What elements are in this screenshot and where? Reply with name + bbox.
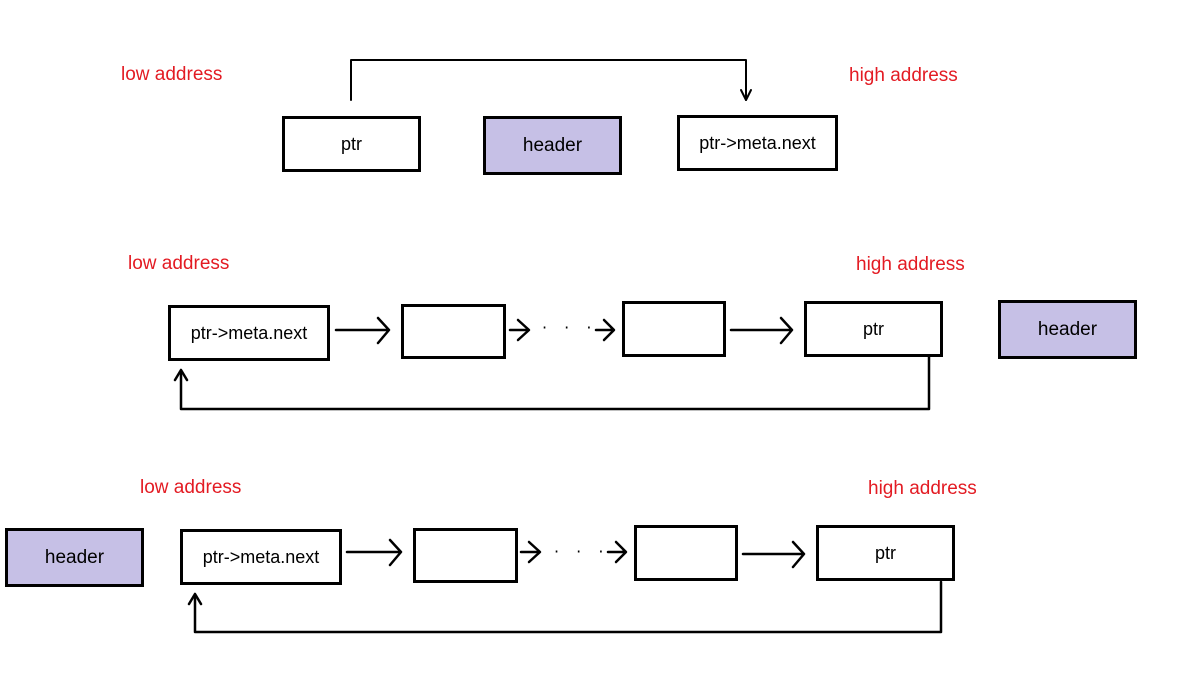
row3-ellipsis: · · · ·: [554, 542, 632, 561]
row1-ptr-block: ptr: [282, 116, 421, 172]
row2-arrow-3: [594, 318, 616, 342]
row1-next-block: ptr->meta.next: [677, 115, 838, 171]
row2-ptr-block: ptr: [804, 301, 943, 357]
row3-arrow-4: [741, 540, 806, 569]
row2-ellipsis: · · · ·: [542, 318, 620, 337]
row3-low-address-label: low address: [140, 477, 242, 498]
row3-arrow-3: [606, 540, 628, 564]
row3-empty-block-2: [634, 525, 738, 581]
row2-arrow-1: [334, 316, 391, 345]
row1-next-bracket: [350, 59, 747, 101]
row2-arrow-4: [729, 316, 794, 345]
row3-wrap-line: [193, 580, 943, 634]
row2-empty-block-2: [622, 301, 726, 357]
row2-wrap-arrowhead: [173, 368, 189, 382]
row3-high-address-label: high address: [868, 478, 977, 499]
row1-header-block: header: [483, 116, 622, 175]
row3-wrap-arrowhead: [187, 592, 203, 606]
row2-header-block: header: [998, 300, 1137, 359]
row2-wrap-line: [179, 354, 931, 411]
row2-arrow-2: [508, 318, 531, 342]
row3-ptr-block: ptr: [816, 525, 955, 581]
row3-empty-block-1: [413, 528, 518, 583]
row1-low-address-label: low address: [121, 64, 223, 85]
row1-arrowhead: [740, 89, 752, 101]
row3-next-block: ptr->meta.next: [180, 529, 342, 585]
row2-low-address-label: low address: [128, 253, 230, 274]
row2-high-address-label: high address: [856, 254, 965, 275]
row2-next-block: ptr->meta.next: [168, 305, 330, 361]
row3-arrow-2: [519, 540, 542, 564]
row3-header-block: header: [5, 528, 144, 587]
row2-empty-block-1: [401, 304, 506, 359]
row3-arrow-1: [345, 538, 403, 567]
row1-high-address-label: high address: [849, 65, 958, 86]
